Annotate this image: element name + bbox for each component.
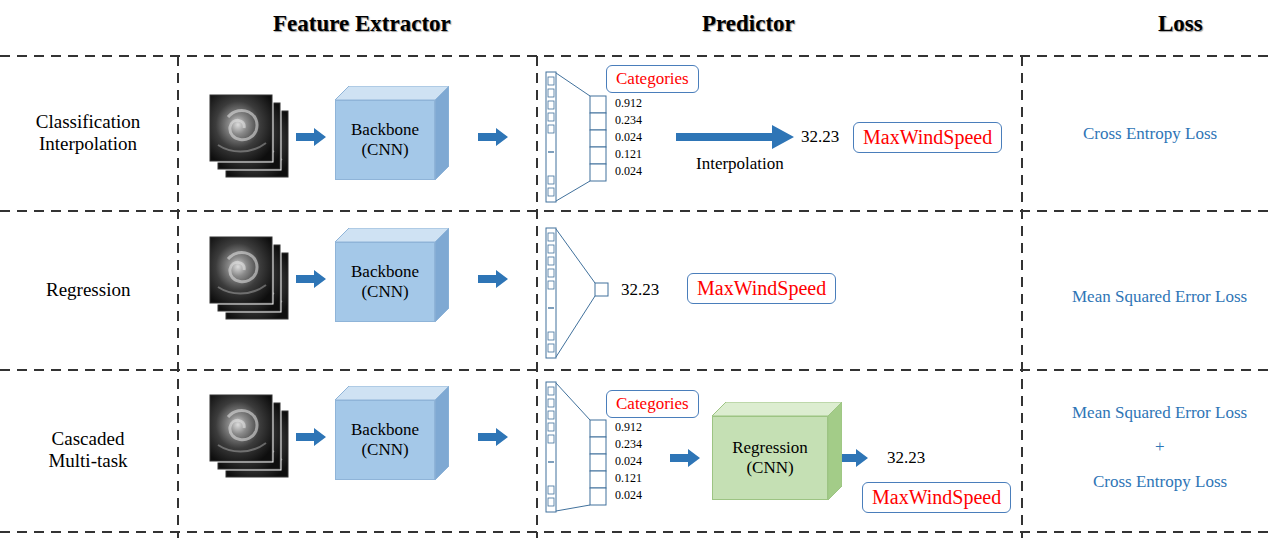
method-note: Interpolation bbox=[696, 154, 784, 174]
node-label: Categories bbox=[616, 69, 689, 89]
node-text: Regression (CNN) bbox=[712, 416, 828, 500]
node-text: Backbone (CNN) bbox=[335, 400, 435, 480]
node-text: Backbone (CNN) bbox=[335, 100, 435, 180]
node-label: Backbone (CNN) bbox=[343, 420, 427, 459]
node-text: MaxWindSpeed bbox=[863, 483, 1010, 512]
node-label: MaxWindSpeed bbox=[872, 486, 1001, 509]
loss-name: + bbox=[1155, 437, 1165, 457]
probability-value: 0.121 bbox=[615, 148, 642, 162]
predicted-value: 32.23 bbox=[887, 448, 925, 468]
row-label: Classification Interpolation bbox=[18, 111, 158, 155]
node-label: Backbone (CNN) bbox=[343, 262, 427, 301]
output-box: MaxWindSpeed bbox=[862, 482, 1011, 513]
category-box: Categories bbox=[606, 390, 699, 418]
node-label: Regression (CNN) bbox=[722, 438, 818, 477]
probability-value: 0.024 bbox=[615, 131, 642, 145]
predicted-value: 32.23 bbox=[801, 127, 839, 147]
loss-name: Cross Entropy Loss bbox=[1083, 124, 1217, 144]
backbone-cube: Backbone (CNN) bbox=[335, 386, 449, 480]
probability-value: 0.234 bbox=[615, 114, 642, 128]
node-label: Backbone (CNN) bbox=[343, 120, 427, 159]
probability-value: 0.234 bbox=[615, 438, 642, 452]
column-header: Loss bbox=[1158, 11, 1203, 37]
probability-value: 0.024 bbox=[615, 165, 642, 179]
regression-cube: Regression (CNN) bbox=[712, 402, 842, 500]
loss-name: Mean Squared Error Loss bbox=[1072, 403, 1247, 423]
node-text: MaxWindSpeed bbox=[688, 274, 835, 303]
row-label: Cascaded Multi-task bbox=[33, 428, 143, 472]
output-box: MaxWindSpeed bbox=[853, 122, 1002, 153]
node-label: MaxWindSpeed bbox=[863, 126, 992, 149]
node-label: Categories bbox=[616, 394, 689, 414]
node-text: Categories bbox=[607, 66, 698, 92]
probability-value: 0.912 bbox=[615, 421, 642, 435]
probability-value: 0.121 bbox=[615, 472, 642, 486]
loss-name: Mean Squared Error Loss bbox=[1072, 287, 1247, 307]
column-header: Predictor bbox=[702, 11, 795, 37]
node-text: Categories bbox=[607, 391, 698, 417]
node-text: Backbone (CNN) bbox=[335, 242, 435, 322]
probability-value: 0.024 bbox=[615, 455, 642, 469]
predicted-value: 32.23 bbox=[621, 280, 659, 300]
backbone-cube: Backbone (CNN) bbox=[335, 86, 449, 180]
category-box: Categories bbox=[606, 65, 699, 93]
probability-value: 0.024 bbox=[615, 489, 642, 503]
probability-value: 0.912 bbox=[615, 97, 642, 111]
column-header: Feature Extractor bbox=[273, 11, 451, 37]
row-label: Regression bbox=[46, 279, 130, 301]
node-text: MaxWindSpeed bbox=[854, 123, 1001, 152]
output-box: MaxWindSpeed bbox=[687, 273, 836, 304]
backbone-cube: Backbone (CNN) bbox=[335, 228, 449, 322]
node-label: MaxWindSpeed bbox=[697, 277, 826, 300]
loss-name: Cross Entropy Loss bbox=[1093, 472, 1227, 492]
